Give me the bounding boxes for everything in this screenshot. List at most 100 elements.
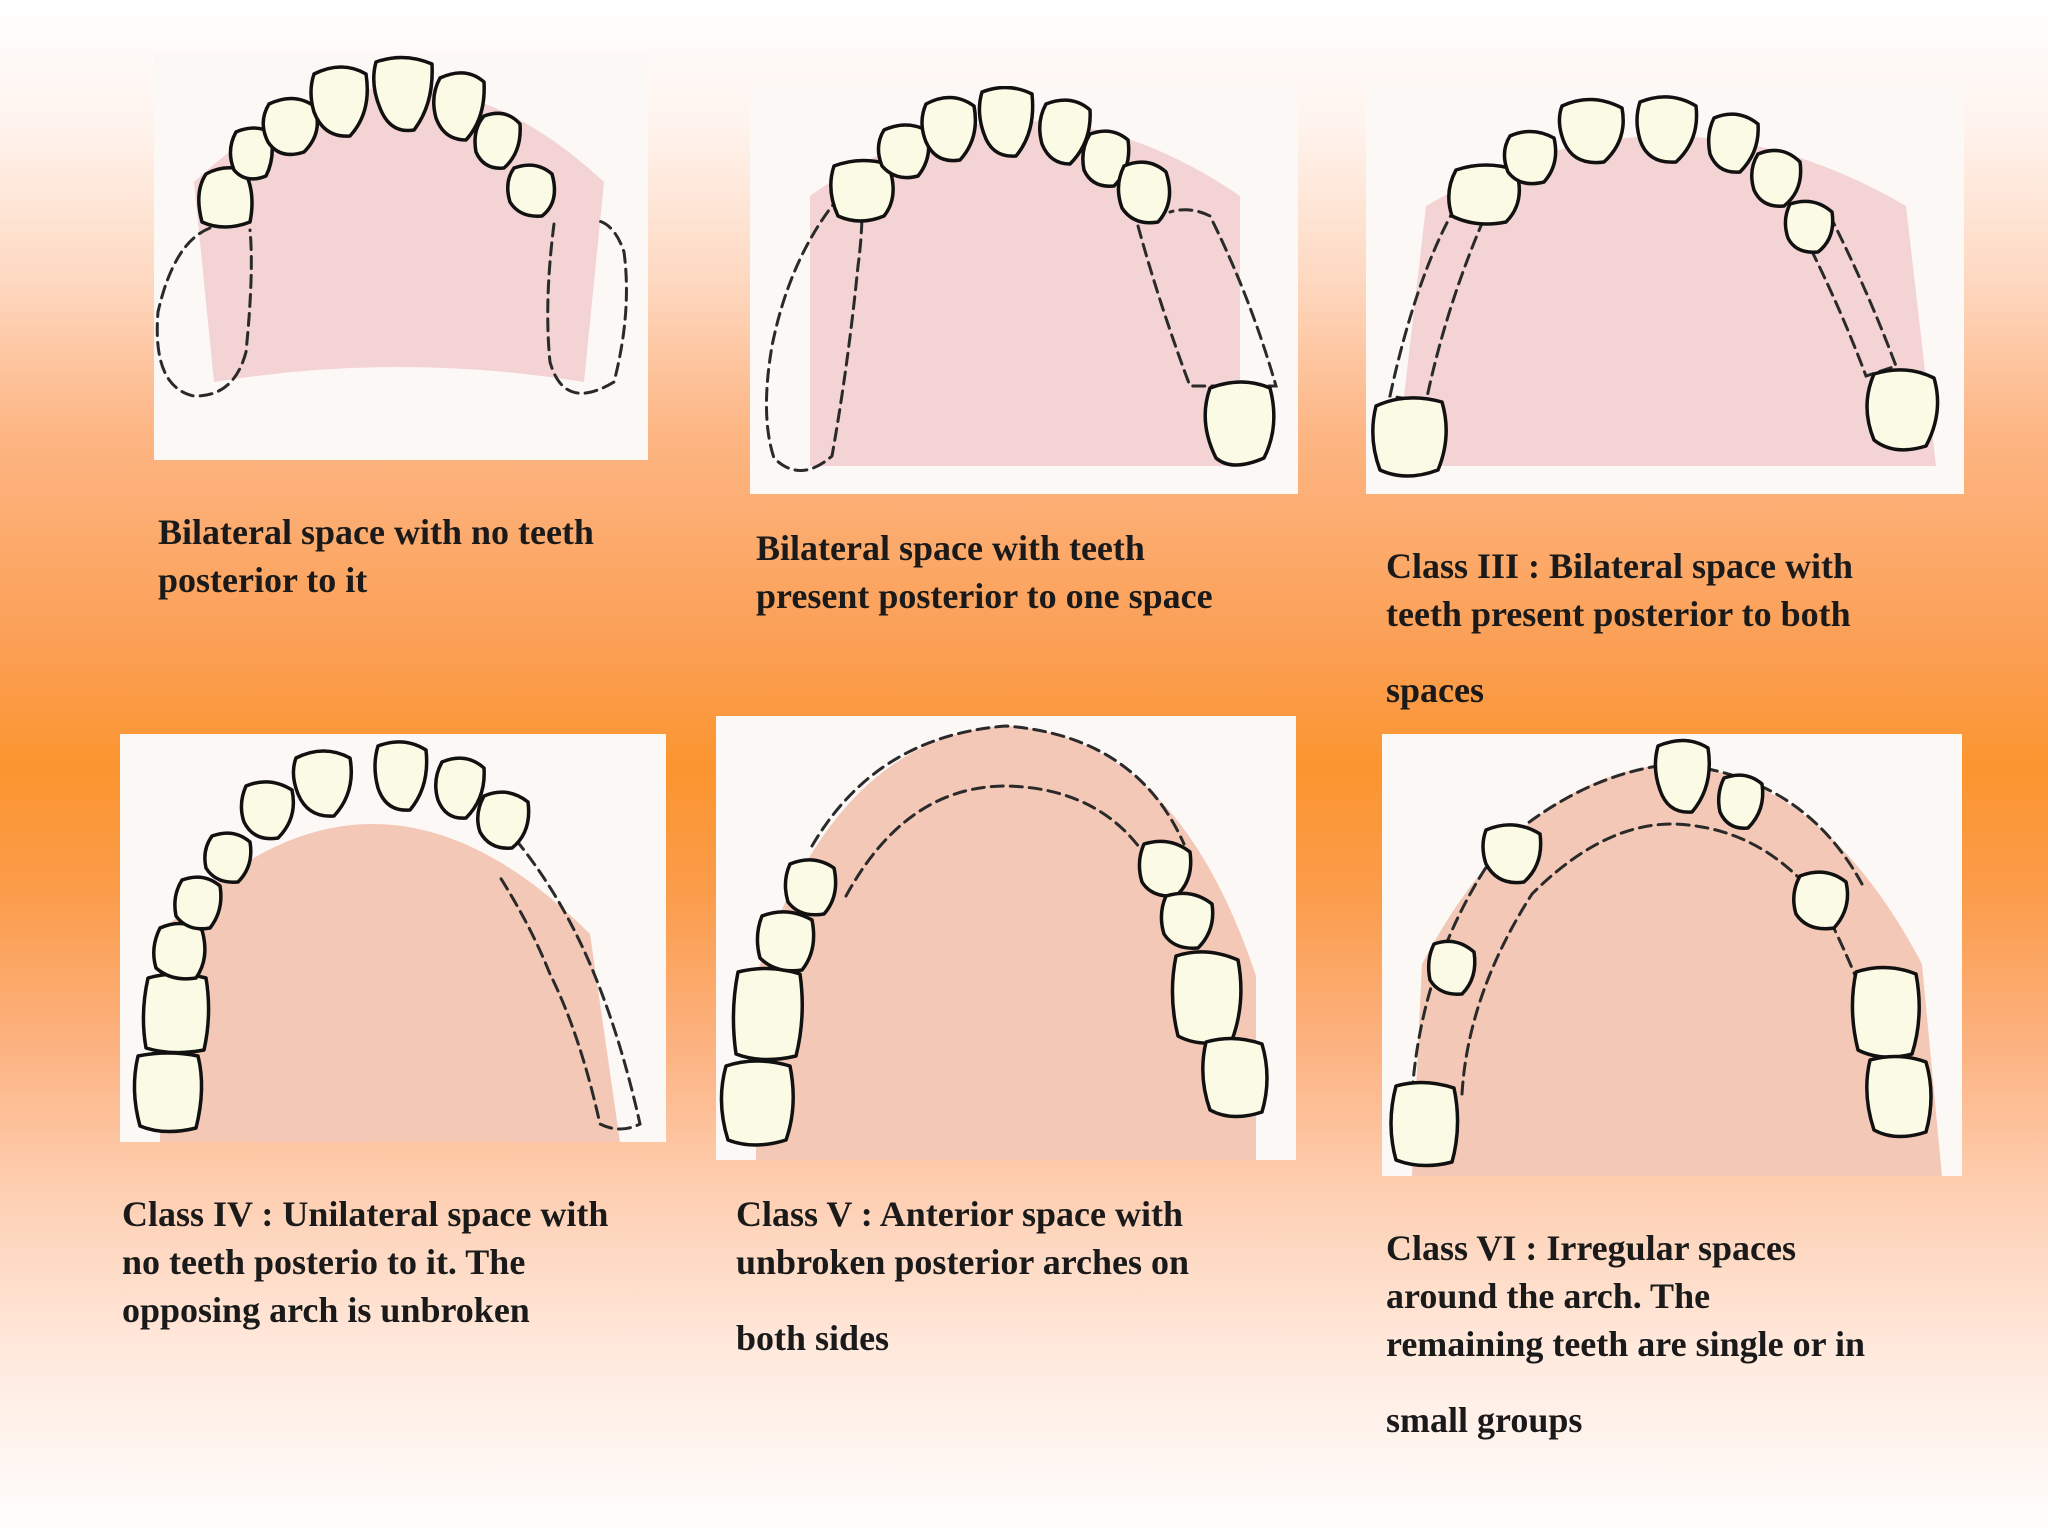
- tooth: [1750, 148, 1803, 208]
- tooth: [152, 921, 207, 981]
- caption-line: unbroken posterior arches on: [736, 1242, 1190, 1282]
- caption-line: Class III : Bilateral space with: [1386, 546, 1853, 586]
- caption-gap: [1386, 1368, 1865, 1396]
- tooth: [506, 163, 557, 218]
- tooth: [1203, 380, 1276, 467]
- caption-panel-1: Bilateral space with no teeth posterior …: [158, 508, 594, 604]
- tooth: [755, 910, 816, 973]
- tooth: [876, 123, 931, 180]
- caption-panel-3: Class III : Bilateral space with teeth p…: [1386, 542, 1853, 714]
- edentulous-space-right: [546, 218, 628, 395]
- arch-drawing: [155, 55, 628, 398]
- tooth: [373, 740, 429, 812]
- tooth: [1865, 1054, 1933, 1139]
- tooth: [1201, 1036, 1269, 1119]
- tooth: [434, 756, 486, 820]
- arch-drawing: [764, 86, 1278, 472]
- caption-line: remaining teeth are single or in: [1386, 1324, 1865, 1364]
- arch-drawing: [132, 740, 642, 1142]
- tooth: [1447, 163, 1522, 226]
- arch-illustration-bilateral-posterior-one: [750, 86, 1298, 494]
- tooth: [1038, 98, 1092, 166]
- arch-illustration-bilateral-no-posterior: [154, 52, 648, 460]
- caption-panel-4: Class IV : Unilateral space with no teet…: [122, 1190, 608, 1334]
- arch-illustration-class-vi: [1382, 734, 1962, 1176]
- tooth: [1170, 950, 1243, 1045]
- teeth-group: [197, 55, 557, 229]
- tooth: [1159, 891, 1215, 950]
- arch-drawing: [1371, 95, 1940, 478]
- teeth-group: [132, 740, 531, 1134]
- tooth: [132, 1051, 204, 1134]
- tooth: [261, 96, 320, 157]
- arch-drawing: [719, 724, 1269, 1160]
- tooth: [141, 972, 211, 1055]
- tooth: [731, 966, 804, 1062]
- edentulous-space-right: [496, 838, 642, 1131]
- tooth: [1389, 1080, 1460, 1168]
- tooth: [829, 158, 895, 223]
- tooth: [1653, 738, 1712, 814]
- tooth: [1706, 112, 1760, 174]
- tooth: [432, 71, 486, 142]
- tooth: [239, 780, 296, 841]
- tooth: [309, 65, 370, 138]
- caption-gap: [1386, 638, 1853, 666]
- edentulous-space-left: [155, 226, 253, 398]
- tooth: [1783, 199, 1835, 254]
- tooth: [783, 858, 838, 917]
- caption-line: present posterior to one space: [756, 576, 1213, 616]
- tooth: [719, 1059, 795, 1147]
- tooth: [1850, 965, 1921, 1059]
- tooth: [173, 875, 223, 931]
- tooth: [920, 95, 978, 163]
- tooth: [228, 126, 274, 181]
- tooth: [1792, 870, 1850, 931]
- caption-line: Class VI : Irregular spaces: [1386, 1228, 1797, 1268]
- caption-gap: [736, 1286, 1189, 1314]
- tooth: [291, 749, 354, 818]
- caption-line: teeth present posterior to both: [1386, 594, 1851, 634]
- tooth: [1716, 773, 1765, 830]
- tooth: [1426, 939, 1477, 996]
- tooth: [977, 86, 1035, 158]
- arch-illustration-class-iv: [120, 734, 666, 1142]
- tooth: [203, 831, 253, 884]
- caption-line: around the arch. The: [1386, 1276, 1711, 1316]
- teeth-group: [719, 839, 1269, 1147]
- caption-line: no teeth posterio to it. The: [122, 1242, 526, 1282]
- caption-line: Bilateral space with no teeth: [158, 512, 594, 552]
- tooth: [1116, 160, 1172, 225]
- caption-line: spaces: [1386, 670, 1484, 710]
- caption-line: Class V : Anterior space with: [736, 1194, 1184, 1234]
- tooth: [473, 111, 522, 170]
- caption-line: Bilateral space with teeth: [756, 528, 1145, 568]
- caption-line: posterior to it: [158, 560, 368, 600]
- tooth: [1081, 129, 1131, 188]
- caption-line: both sides: [736, 1318, 890, 1358]
- caption-panel-2: Bilateral space with teeth present poste…: [756, 524, 1213, 620]
- arch-illustration-class-v: [716, 716, 1296, 1160]
- tooth: [1137, 839, 1193, 898]
- tooth: [1481, 823, 1543, 885]
- tooth: [1371, 396, 1448, 478]
- tooth: [1635, 95, 1699, 164]
- tooth: [1865, 368, 1940, 452]
- caption-panel-6: Class VI : Irregular spaces around the a…: [1386, 1224, 1865, 1444]
- anterior-space-outer: [810, 724, 1186, 848]
- edentulous-space-left: [764, 194, 864, 472]
- arch-illustration-class-iii: [1366, 86, 1964, 494]
- caption-line: Class IV : Unilateral space with: [122, 1194, 609, 1234]
- caption-panel-5: Class V : Anterior space with unbroken p…: [736, 1190, 1189, 1362]
- arch-drawing: [1389, 738, 1942, 1176]
- teeth-group: [829, 86, 1276, 467]
- tooth: [476, 790, 531, 850]
- teeth-group: [1371, 95, 1940, 478]
- edentulous-space-right: [1136, 208, 1278, 388]
- tooth: [1557, 97, 1625, 165]
- teeth-group: [1389, 738, 1933, 1168]
- caption-line: opposing arch is unbroken: [122, 1290, 530, 1330]
- tooth: [1502, 129, 1558, 186]
- tooth: [372, 55, 434, 133]
- anterior-space-inner: [844, 784, 1154, 898]
